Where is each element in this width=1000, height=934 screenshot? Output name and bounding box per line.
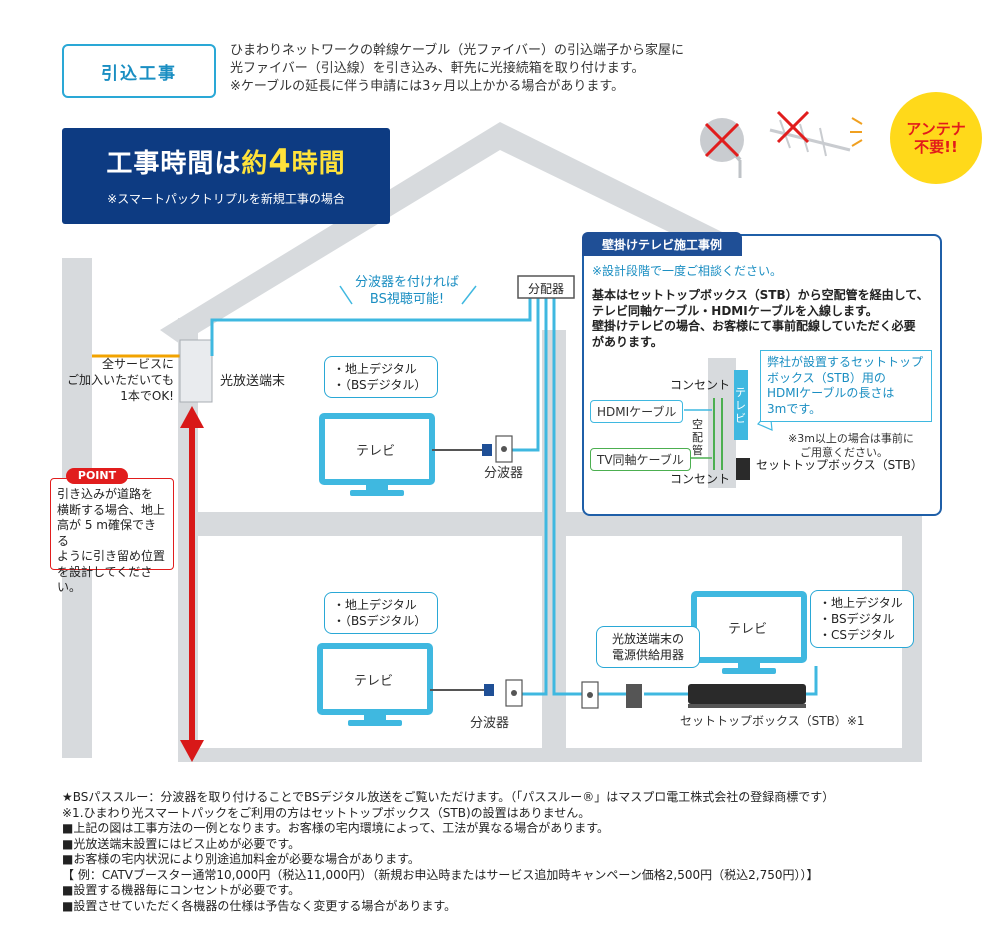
satellite-dish-icon [700,118,744,178]
footnote: 【 例：CATVブースター通常10,000円（税込11,000円）（新規お申込時… [62,867,819,882]
power-supply [626,684,642,708]
footnote: ※1.ひまわり光スマートパックをご利用の方はセットトップボックス（STB)の設置… [62,805,591,820]
wall-body: 基本はセットトップボックス（STB）から空配管を経由して、 テレビ同軸ケーブル・… [592,288,929,350]
wall-body-line: 壁掛けテレビの場合、お客様にて事前配線していただく必要 [592,319,916,333]
time-prefix: 工事時間は [106,149,242,179]
all-service-line: ご加入いただいても [66,373,174,387]
splitter-room2 [484,684,494,696]
exclaim-lines-icon [850,117,863,147]
callout-line: HDMIケーブルの長さは [767,386,895,400]
callout-line: 3mです。 [767,401,822,416]
room1-splitter-label: 分波器 [484,466,524,481]
point-line: 高が 5 m確保できる [57,518,156,548]
construction-time-title: 工事時間は約4時間 [62,142,390,180]
wall-note: ※設計段階で一度ご相談ください。 [592,264,783,278]
power-supply-bubble: 光放送端末の 電源供給用器 [596,626,700,668]
callout-line: 弊社が設置するセットトップ [767,355,924,369]
hdmi-label: HDMIケーブル [590,400,684,423]
stb-device [688,684,806,704]
time-suffix: 時間 [291,149,346,179]
power-line: 光放送端末の [611,632,684,646]
service-line: ・CSデジタル [819,628,895,642]
power-line: 電源供給用器 [611,648,684,662]
wall-stb [736,458,750,480]
callout-note-line: ※3m以上の場合は事前に [788,432,914,445]
point-line: 横断する場合、地上 [57,502,166,517]
intro-line: ひまわりネットワークの幹線ケーブル（光ファイバー）の引込端子から家屋に [230,43,684,58]
service-line: ・地上デジタル [333,362,417,376]
wall-body-line: 基本はセットトップボックス（STB）から空配管を経由して、 [592,288,929,302]
wall-stb-label: セットトップボックス（STB） [756,458,923,472]
outlet-bottom-label: コンセント [670,472,731,486]
house-roof [160,122,920,344]
yagi-antenna-icon [769,110,851,157]
all-service-line: 全サービスに [101,357,174,371]
bs-note-line: 分波器を付ければ [354,275,459,290]
onu-label: 光放送端末 [220,374,286,389]
badge-line: 不要!! [914,138,958,156]
service-line: ・（BSデジタル） [333,614,427,628]
bs-note: 分波器を付ければ BS視聴可能! [352,274,462,308]
footnote: ■設置する機器毎にコンセントが必要です。 [62,883,301,897]
distributor-label: 分配器 [527,282,564,296]
outlet-top-label: コンセント [670,378,731,392]
hdmi-length-callout: 弊社が設置するセットトップ ボックス（STB）用の HDMIケーブルの長さは 3… [760,350,932,422]
construction-time-banner: 工事時間は約4時間 ※スマートパックトリプルを新規工事の場合 [62,128,390,224]
height-arrow-top [180,406,204,428]
room2-tv-label: テレビ [354,674,394,689]
wall-tv [734,370,748,440]
footnote: ■上記の図は工事方法の一例となります。お客様の宅内環境によって、工法が異なる場合… [62,821,610,835]
intro-line: ※ケーブルの延長に伴う申請には3ヶ月以上かかる場合があります。 [230,79,625,94]
wall-tv-label: テレビ [735,386,746,425]
service-line: ・地上デジタル [333,598,417,612]
callout-note-line: ご用意ください。 [800,446,888,459]
room3-service-bubble: ・地上デジタル ・BSデジタル ・CSデジタル [810,590,914,648]
room3-stb-label: セットトップボックス（STB）※1 [680,714,865,728]
conduit-label: 空配管 [692,418,703,457]
time-number: 4 [268,142,292,180]
footnote: ■設置させていただく各機器の仕様は予告なく変更する場合があります。 [62,898,457,913]
construction-time-note: ※スマートパックトリプルを新規工事の場合 [107,192,345,206]
service-line: ・（BSデジタル） [333,378,427,392]
wall-diagram [684,358,773,488]
room3-tv-label: テレビ [728,622,768,637]
wall-body-line: があります。 [592,334,663,349]
intro-text: ひまわりネットワークの幹線ケーブル（光ファイバー）の引込端子から家屋に 光ファイ… [230,42,684,96]
badge-line: アンテナ [906,120,966,138]
antenna-not-needed-badge: アンテナ 不要!! [890,92,982,184]
wall-tv-tab: 壁掛けテレビ施工事例 [582,232,742,256]
footnote: ■お客様の宅内状況により別途追加料金が必要な場合があります。 [62,852,420,866]
coax-label: TV同軸ケーブル [590,448,691,471]
service-line: ・BSデジタル [819,612,895,626]
service-line: ・地上デジタル [819,596,903,610]
all-service-line: 1本でOK! [120,389,174,403]
splitter-room1 [482,444,492,456]
tv-room2 [317,643,433,715]
footnotes: ★BSパススルー：分波器を取り付けることでBSデジタル放送をご覧いただけます。（… [62,790,834,914]
footnote: ★BSパススルー：分波器を取り付けることでBSデジタル放送をご覧いただけます。（… [62,790,835,804]
all-service-note: 全サービスに ご加入いただいても 1本でOK! [64,356,174,404]
time-approx: 約 [241,149,269,179]
room2-service-bubble: ・地上デジタル ・（BSデジタル） [324,592,438,634]
onu-device [179,339,213,403]
point-badge: POINT [66,468,128,484]
callout-line: ボックス（STB）用の [767,370,886,385]
point-line: ように引き留め位置 [57,549,166,563]
room2-splitter-label: 分波器 [470,716,510,731]
intro-line: 光ファイバー（引込線）を引き込み、軒先に光接続箱を取り付けます。 [230,61,645,76]
footnote: ■光放送端末設置にはビス止めが必要です。 [62,836,301,851]
bs-note-line: BS視聴可能! [369,292,445,307]
wall-body-line: テレビ同軸ケーブル・HDMIケーブルを入線します。 [592,303,878,318]
point-line: 引き込みが道路を [57,487,154,501]
distributor-box [517,275,575,299]
room1-tv-label: テレビ [356,444,396,459]
hdmi-length-note: ※3m以上の場合は事前に ご用意ください。 [788,432,914,460]
point-line: を設計してください。 [57,564,153,595]
intro-label: 引込工事 [62,44,216,98]
height-arrow-bottom [180,740,204,762]
point-box: 引き込みが道路を 横断する場合、地上 高が 5 m確保できる ように引き留め位置… [50,478,174,594]
room1-service-bubble: ・地上デジタル ・（BSデジタル） [324,356,438,398]
conduit-lines [713,398,723,470]
